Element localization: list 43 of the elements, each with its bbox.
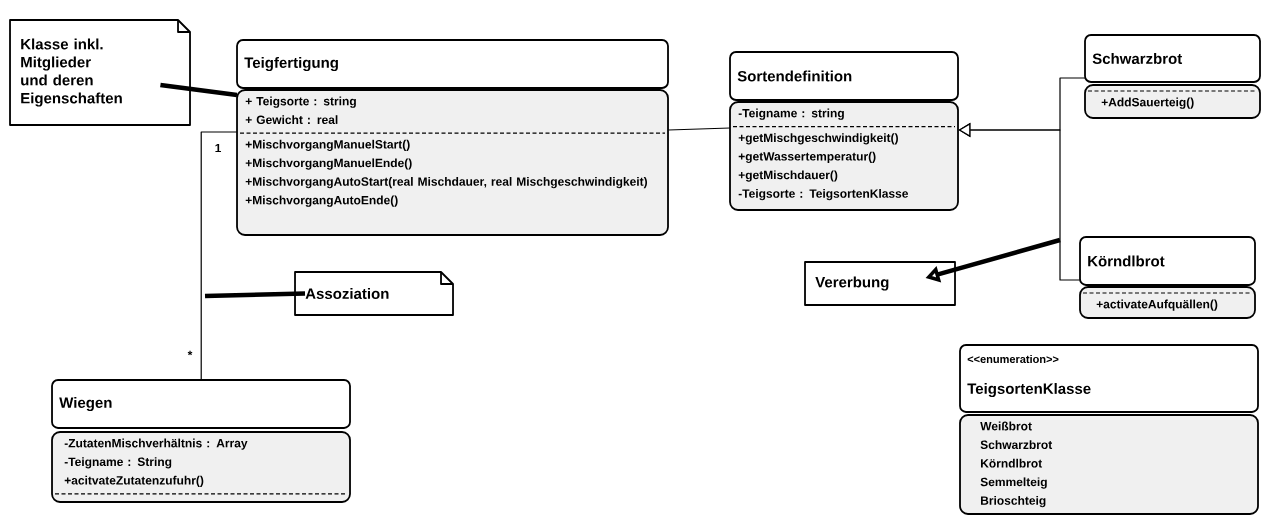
member-text: +MischvorgangManuelEnde() xyxy=(245,158,412,170)
member-text: Brioschteig xyxy=(981,496,1046,508)
leader-line xyxy=(160,82,238,98)
member-text: +getMischgeschwindigkeit() xyxy=(738,133,898,145)
note-box: Vererbung xyxy=(804,261,956,306)
member-text: +MischvorgangManuelStart() xyxy=(245,139,410,152)
class-box xyxy=(959,344,1259,515)
class-name: Körndlbrot xyxy=(1088,255,1165,267)
class-box xyxy=(729,51,959,211)
member-text: + Teigsorte : string xyxy=(245,96,356,108)
member-text: +getMischdauer() xyxy=(738,170,838,182)
leader-line xyxy=(204,291,306,299)
class-box xyxy=(1079,236,1256,319)
member-text: -Teigsorte : TeigsortenKlasse xyxy=(738,189,909,201)
member-text: + Gewicht : real xyxy=(245,115,338,124)
connector-line xyxy=(667,127,731,131)
note-box: Assoziation xyxy=(294,271,454,316)
member-text: Körndlbrot xyxy=(981,458,1043,468)
member-text: +getWassertemperatur() xyxy=(738,151,876,164)
class-box xyxy=(1084,34,1261,119)
multiplicity-label: 1 xyxy=(215,143,221,153)
member-text: +activateAufquällen() xyxy=(1096,299,1218,311)
member-text: Semmelteig xyxy=(980,477,1047,489)
member-text: +AddSauerteig() xyxy=(1101,97,1194,109)
member-text: +MischvorgangAutoStart(real Mischdauer, real Mischgeschwindigkeit) xyxy=(245,177,648,189)
class-name: Teigfertigung xyxy=(244,56,338,72)
class-box xyxy=(236,39,669,236)
member-text: Schwarzbrot xyxy=(980,440,1053,449)
stereotype: <<enumeration>> xyxy=(967,354,1059,364)
member-text: +acitvateZutatenzufuhr() xyxy=(64,475,204,487)
class-name: TeigsortenKlasse xyxy=(967,382,1091,397)
note-box: Klasse inkl. Mitglieder und deren Eigenschaften xyxy=(9,19,191,126)
class-name: Wiegen xyxy=(59,396,112,411)
connector-line xyxy=(200,131,238,381)
member-text: Weißbrot xyxy=(980,421,1032,431)
member-text: -Teigname : String xyxy=(64,457,172,469)
multiplicity-label: * xyxy=(187,350,193,356)
member-text: -ZutatenMischverhältnis : Array xyxy=(64,438,248,450)
class-box xyxy=(51,379,351,503)
member-text: +MischvorgangAutoEnde() xyxy=(245,195,398,207)
class-name: Sortendefinition xyxy=(737,70,852,82)
class-name: Schwarzbrot xyxy=(1092,53,1183,64)
member-text: -Teigname : string xyxy=(738,108,844,120)
